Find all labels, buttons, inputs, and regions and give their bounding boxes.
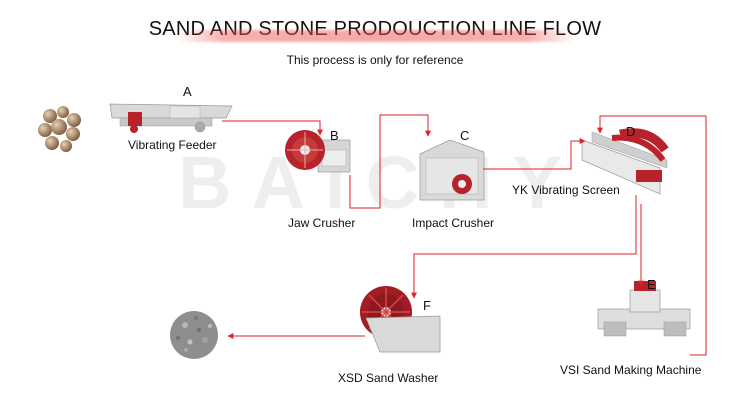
sand-pile-icon	[170, 311, 218, 359]
node-label-c: Impact Crusher	[412, 216, 495, 230]
impact-crusher-icon	[419, 139, 485, 201]
node-letter-a: A	[183, 84, 192, 99]
node-label-f: XSD Sand Washer	[338, 371, 439, 385]
node-letter-d: D	[626, 124, 636, 139]
sand-washer-icon	[360, 286, 441, 353]
flow-arrow-d-to-f	[411, 195, 637, 299]
vibrating-feeder-icon	[109, 103, 233, 133]
flow-arrow-c-to-d	[483, 138, 586, 170]
brand-watermark: BAICHY	[178, 141, 582, 224]
raw-stone-icon	[37, 105, 85, 153]
node-label-d: YK Vibrating Screen	[512, 183, 620, 197]
title-brush-stroke	[176, 30, 576, 42]
vsi-sand-maker-icon	[597, 281, 691, 337]
node-letter-f: F	[423, 298, 431, 313]
node-label-e: VSI Sand Making Machine	[560, 363, 702, 377]
diagram-subtitle: This process is only for reference	[286, 53, 464, 67]
jaw-crusher-icon	[285, 130, 351, 173]
node-label-a: Vibrating Feeder	[128, 138, 217, 152]
node-letter-b: B	[330, 128, 339, 143]
flow-arrow-b-to-c	[349, 114, 431, 209]
vibrating-screen-icon	[581, 128, 669, 195]
node-letter-e: E	[647, 277, 656, 292]
node-label-b: Jaw Crusher	[288, 216, 356, 230]
flow-arrow-e-return-to-d	[597, 115, 707, 356]
node-letter-c: C	[460, 128, 470, 143]
flow-arrow-a-to-b	[222, 120, 323, 136]
